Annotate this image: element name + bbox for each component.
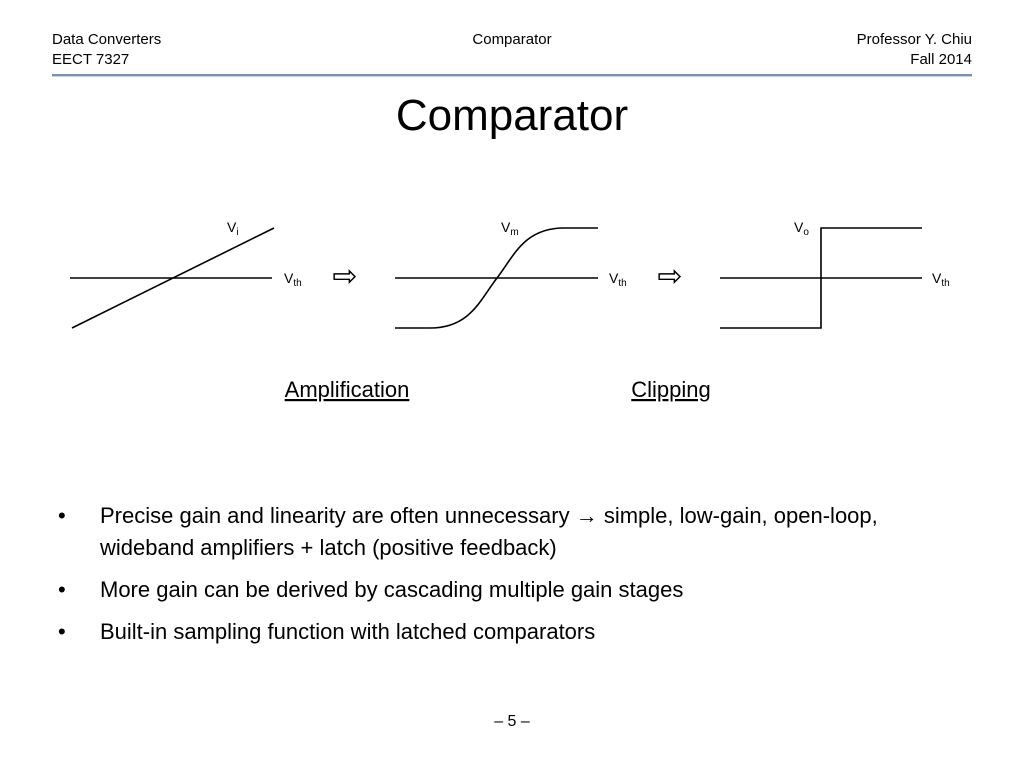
vo-label: Vo xyxy=(794,219,809,238)
comparator-diagram: Vi Vth ⇨ Vm Vth ⇨ Vo Vth Amplification C… xyxy=(70,219,950,402)
right-arrow-icon: ⇨ xyxy=(332,260,357,293)
vth-label-2: Vth xyxy=(609,270,627,289)
bullet-item: • Precise gain and linearity are often u… xyxy=(58,500,958,564)
bullet-text: Precise gain and linearity are often unn… xyxy=(100,503,878,560)
header-topic: Comparator xyxy=(472,31,552,48)
vi-line xyxy=(71,227,275,329)
right-arrow-icon: ⇨ xyxy=(657,260,682,293)
bullet-item: • Built-in sampling function with latche… xyxy=(58,616,958,648)
bullet-marker: • xyxy=(58,619,66,644)
vm-curve xyxy=(395,227,598,329)
header-center: Comparator xyxy=(0,30,1024,50)
caption-amplification: Amplification xyxy=(285,377,410,402)
course-name: Data Converters xyxy=(52,31,162,48)
bullet-item: • More gain can be derived by cascading … xyxy=(58,574,958,606)
bullet-list: • Precise gain and linearity are often u… xyxy=(58,500,958,658)
vo-step xyxy=(720,227,922,329)
semester: Fall 2014 xyxy=(910,51,972,68)
instructor-name: Professor Y. Chiu xyxy=(856,31,972,48)
vth-label-1: Vth xyxy=(284,270,302,289)
header-rule xyxy=(52,74,972,77)
caption-clipping: Clipping xyxy=(631,377,711,402)
vth-label-3: Vth xyxy=(932,270,950,289)
slide-title: Comparator xyxy=(395,91,629,140)
bullet-text: Built-in sampling function with latched … xyxy=(100,619,596,644)
page-number: – 5 – xyxy=(494,713,530,730)
header-right: Professor Y. Chiu Fall 2014 xyxy=(857,30,972,70)
course-code: EECT 7327 xyxy=(52,51,130,68)
bullet-marker: • xyxy=(58,577,66,602)
header-left: Data Converters EECT 7327 xyxy=(52,30,161,70)
bullet-marker: • xyxy=(58,503,66,528)
vm-label: Vm xyxy=(501,219,519,238)
vi-label: Vi xyxy=(227,219,239,238)
bullet-text: More gain can be derived by cascading mu… xyxy=(100,577,684,602)
